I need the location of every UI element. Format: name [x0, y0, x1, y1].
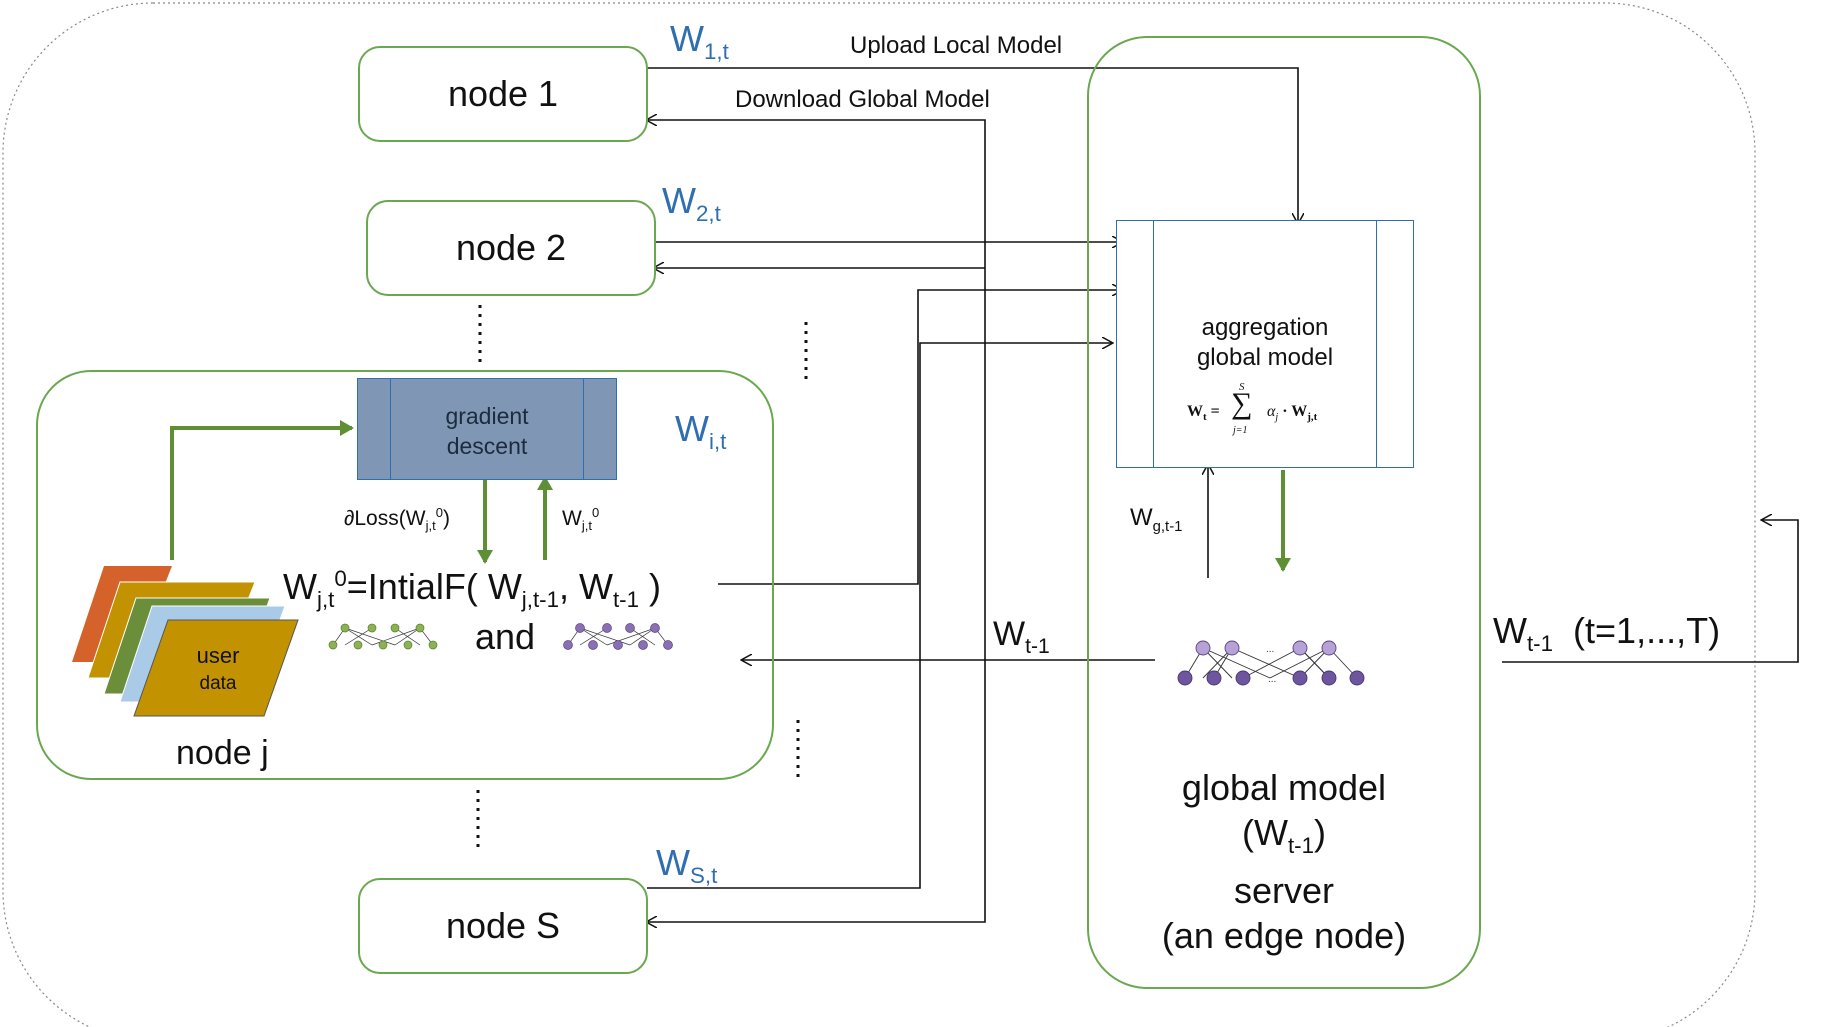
node-j-box [36, 370, 774, 780]
node-1-label: node 1 [447, 73, 559, 114]
w1-label: W1,t [670, 18, 729, 65]
loss-label: ∂Loss(Wj,t0) [344, 505, 450, 534]
server-text: global model (Wt-1) server (an edge node… [1087, 765, 1481, 958]
upload-arrow-nodeS [647, 343, 1112, 889]
upload-arrow [647, 67, 1298, 223]
upload-arrow-nodej [718, 290, 1122, 585]
server-line4: (an edge node) [1161, 915, 1407, 957]
w2-label: W2,t [662, 180, 721, 227]
aggregation-line2: global model [1196, 344, 1334, 371]
node-1-box: node 1 [358, 46, 648, 142]
data-to-gradient-arrow [170, 420, 354, 560]
init-formula: Wj,t0=IntialF( Wj,t-1, Wt-1 ) [283, 566, 662, 613]
download-arrow-nodeS [647, 660, 986, 922]
node-s-label: node S [445, 905, 561, 946]
user-data-stack [72, 566, 299, 717]
download-arrow-node1 [647, 120, 1155, 661]
download-label: Download Global Model [735, 86, 990, 113]
neural-net-purple-icon [563, 623, 673, 650]
neural-net-server-icon: ... ... [1177, 640, 1365, 686]
node-2-label: node 2 [455, 227, 567, 268]
node-2-box: node 2 [366, 200, 656, 296]
neural-net-green-icon [328, 623, 438, 650]
loop-arrow [1502, 520, 1799, 663]
svg-text:...: ... [1266, 644, 1274, 655]
and-label: and [475, 616, 536, 657]
node-s-box: node S [358, 878, 648, 974]
server-box [1087, 36, 1481, 989]
ws-label: WS,t [656, 842, 718, 889]
loop-label: Wt-1 (t=1,...,T) [1493, 610, 1721, 657]
aggregation-box: aggregation global model Wt = S ∑ j=1 αj… [1116, 220, 1414, 468]
wjt0-label: Wj,t0 [562, 505, 600, 534]
aggregation-formula: Wt = S ∑ j=1 αj · Wj,t [1187, 381, 1318, 436]
server-line1: global model [1181, 767, 1387, 808]
svg-text:...: ... [1268, 674, 1276, 685]
wt1-label: Wt-1 [993, 615, 1050, 658]
user-data-label: user data [196, 643, 240, 694]
gradient-line1: gradient [445, 403, 529, 429]
gradient-line2: descent [446, 433, 528, 459]
node-j-label: node j [176, 734, 269, 772]
wi-label: Wi,t [675, 408, 727, 455]
aggregation-line1: aggregation [1201, 314, 1329, 341]
server-line3: server [1233, 870, 1335, 912]
upload-label: Upload Local Model [850, 32, 1063, 59]
server-line2: (Wt-1) [1241, 812, 1326, 859]
gradient-descent-box: gradient descent [357, 378, 617, 480]
wg-label: Wg,t-1 [1130, 504, 1183, 535]
data-layer-top [133, 619, 299, 717]
outer-frame [2, 2, 1756, 1027]
